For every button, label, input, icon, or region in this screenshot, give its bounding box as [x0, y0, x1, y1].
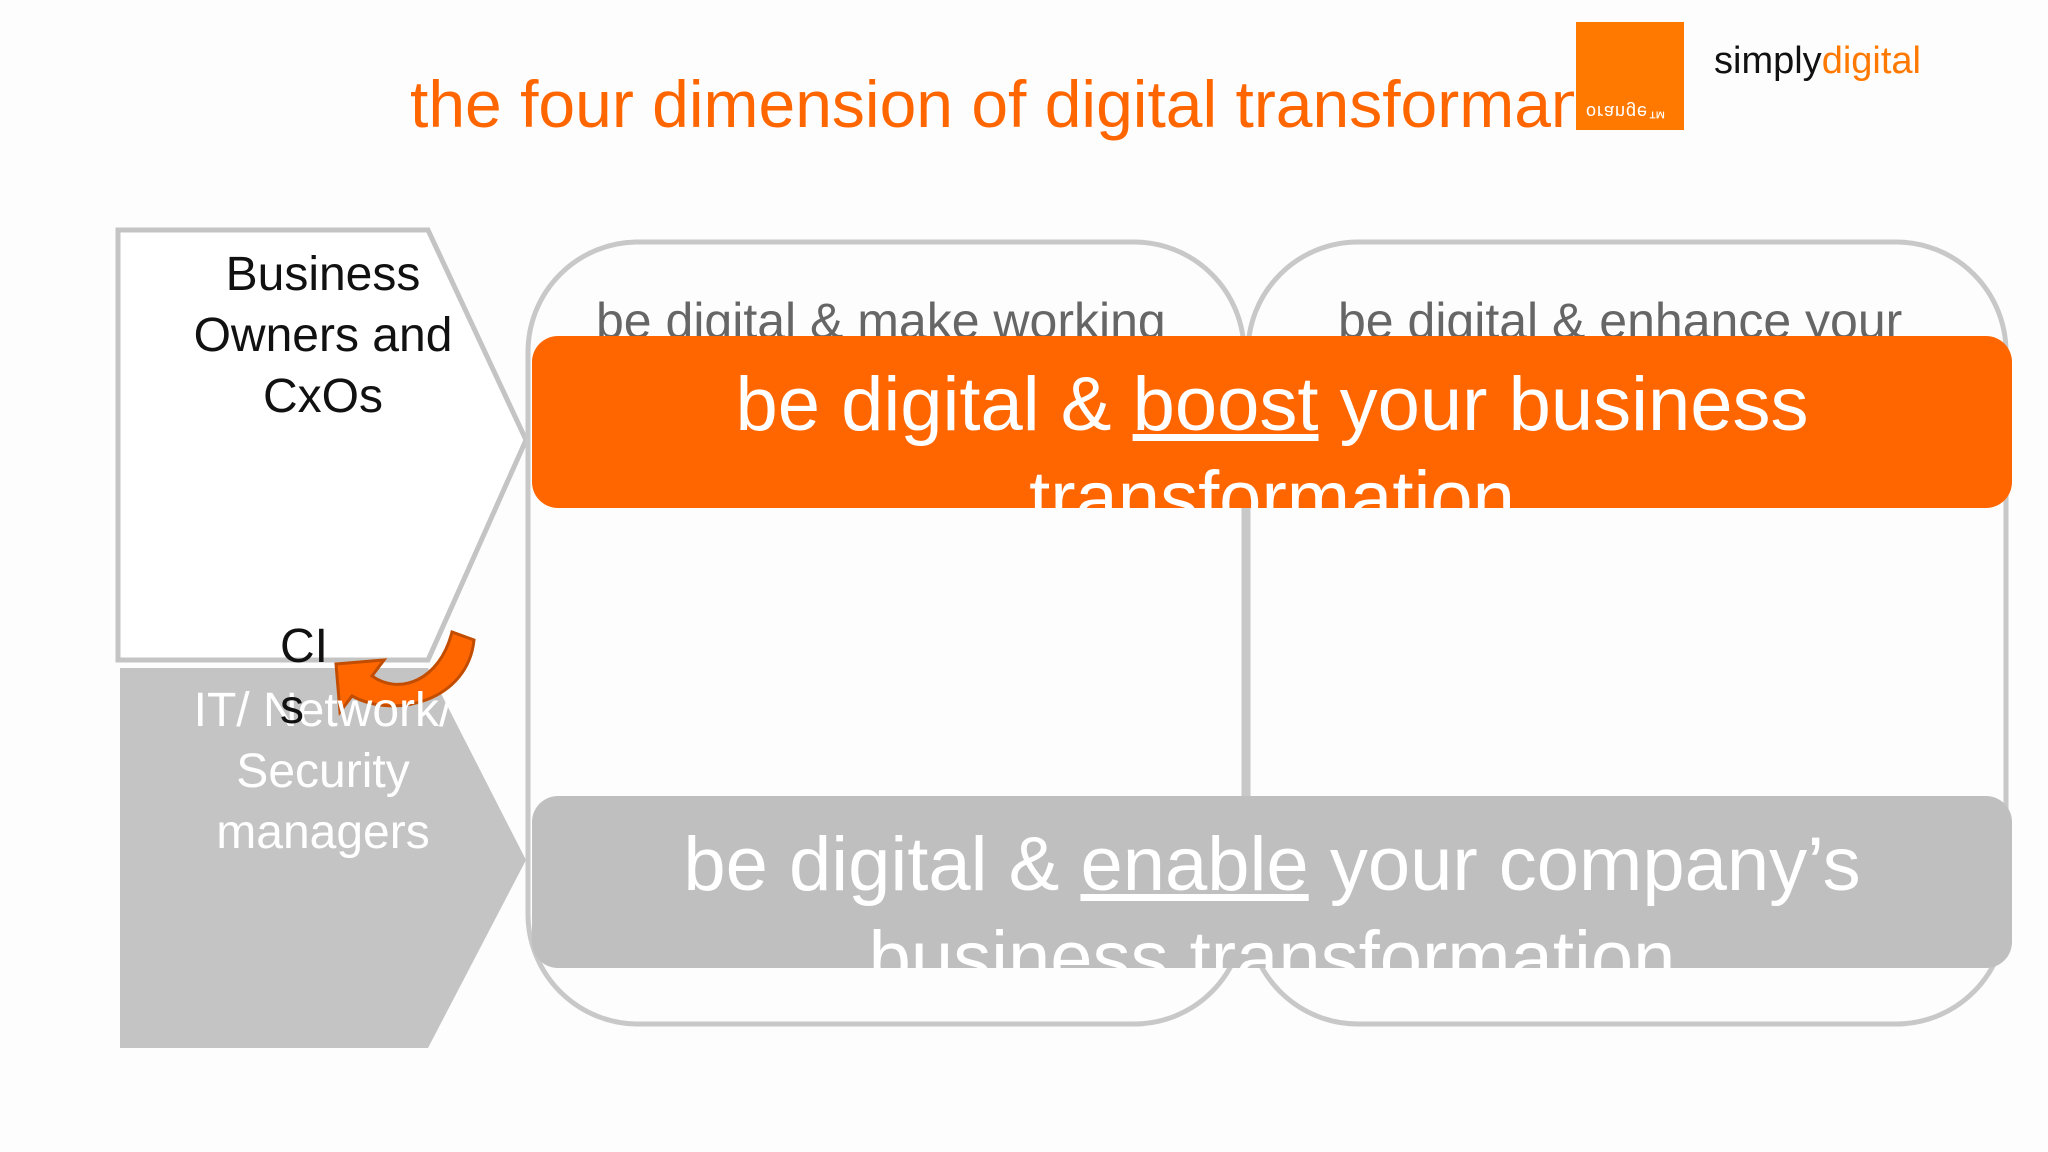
- page-title: the four dimension of digital transforma…: [410, 67, 1588, 141]
- brand-logo: orange™ simplydigital: [1574, 22, 2014, 162]
- boost-keyword: boost: [1132, 362, 1319, 447]
- cio-label: CI s: [280, 620, 328, 734]
- boost-band: be digital & boost your business transfo…: [532, 336, 2012, 508]
- curved-return-arrow-icon: [334, 630, 476, 717]
- business-owners-label: Business Owners and CxOs: [193, 248, 453, 423]
- simplydigital-wordmark: simplydigital: [1714, 40, 1921, 82]
- orange-logo-square: orange™: [1576, 22, 1684, 130]
- boost-band-text: be digital & boost your business transfo…: [735, 362, 1809, 508]
- enable-band-text: be digital & enable your company’s busin…: [683, 822, 1861, 968]
- enable-band: be digital & enable your company’s busin…: [532, 796, 2012, 968]
- business-chevron: [115, 227, 529, 663]
- it-chevron: [120, 668, 526, 1048]
- orange-logo-text: orange™: [1586, 102, 1668, 122]
- it-managers-label: IT/ Network/ Security managers: [193, 684, 453, 859]
- enable-keyword: enable: [1080, 822, 1309, 907]
